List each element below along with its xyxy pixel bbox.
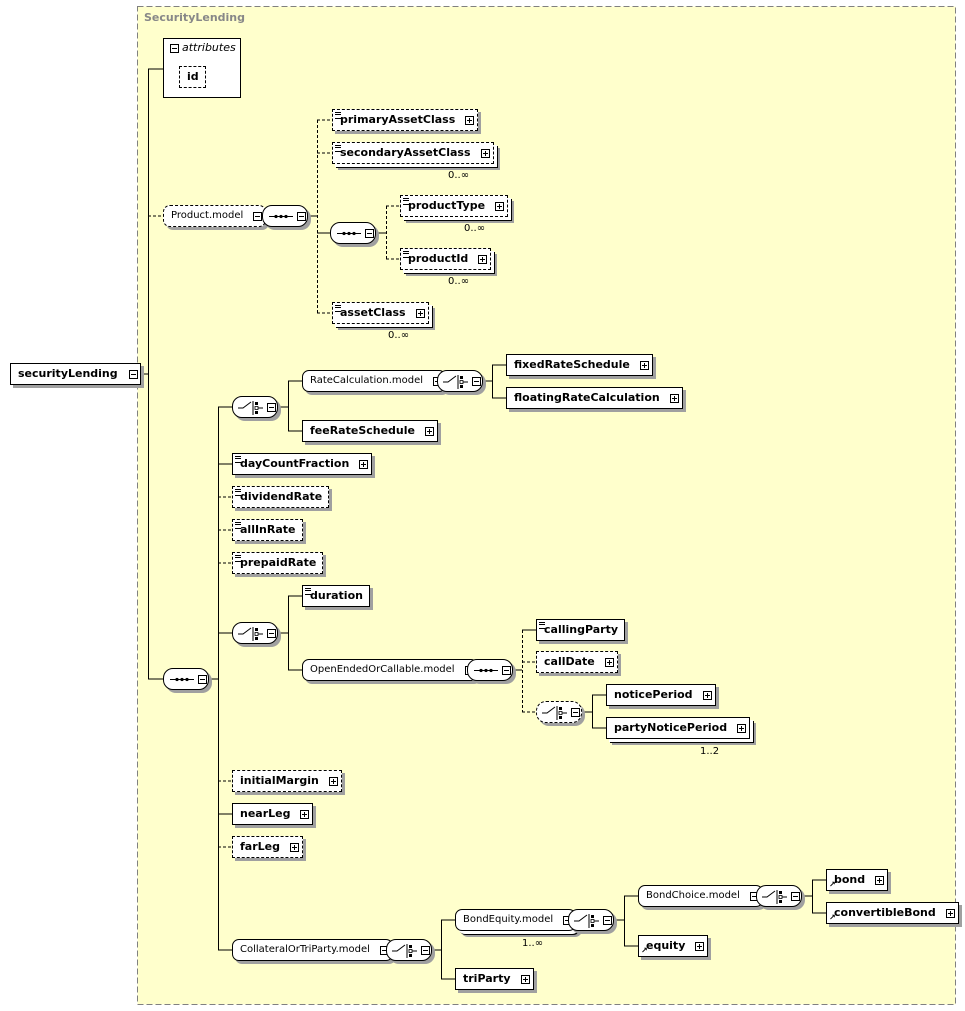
node-noticePeriod[interactable]: noticePeriod xyxy=(606,684,716,706)
expand-icon[interactable] xyxy=(425,427,434,436)
sequence-compositor[interactable] xyxy=(262,205,308,227)
node-secondaryAssetClass[interactable]: secondaryAssetClass xyxy=(332,142,494,164)
node-productId[interactable]: productId xyxy=(400,248,492,270)
node-bond[interactable]: ↗bond xyxy=(826,869,889,891)
expand-icon[interactable] xyxy=(702,691,712,700)
node-feeRateSchedule[interactable]: feeRateSchedule xyxy=(302,420,438,442)
cardinality-label: 0..∞ xyxy=(448,170,470,181)
node-dividendRate[interactable]: dividendRate xyxy=(232,486,330,508)
node-allInRate[interactable]: allInRate xyxy=(232,519,303,541)
node-product-model[interactable]: Product.model xyxy=(163,205,267,227)
node-productType[interactable]: productType xyxy=(400,195,509,217)
collapse-icon[interactable] xyxy=(502,666,511,675)
node-convertibleBond[interactable]: ↗convertibleBond xyxy=(826,902,959,924)
expand-icon[interactable] xyxy=(945,909,955,918)
node-initialMargin[interactable]: initialMargin xyxy=(232,770,342,792)
expand-icon[interactable] xyxy=(465,116,475,125)
choice-compositor[interactable] xyxy=(756,885,802,907)
node-triParty[interactable]: triParty xyxy=(455,968,534,990)
node-assetClass[interactable]: assetClass xyxy=(332,302,429,324)
collapse-icon[interactable] xyxy=(267,629,276,638)
expand-icon[interactable] xyxy=(300,810,310,819)
attributes-title: attributes xyxy=(182,41,236,54)
cardinality-label: 0..∞ xyxy=(448,276,470,287)
collapse-icon[interactable] xyxy=(170,44,179,53)
reference-arrow-icon: ↗ xyxy=(641,946,648,955)
collapse-icon[interactable] xyxy=(198,675,207,684)
node-prepaidRate[interactable]: prepaidRate xyxy=(232,552,324,574)
node-callDate[interactable]: callDate xyxy=(536,651,618,673)
sequence-compositor[interactable] xyxy=(163,668,209,690)
node-duration[interactable]: duration xyxy=(302,585,370,607)
collapse-icon[interactable] xyxy=(297,212,306,221)
expand-icon[interactable] xyxy=(875,876,885,885)
collapse-icon[interactable] xyxy=(421,946,430,955)
node-bondEquity-model[interactable]: BondEquity.model xyxy=(455,909,577,931)
sequence-compositor[interactable] xyxy=(467,659,513,681)
node-openEndedOrCallable-model[interactable]: OpenEndedOrCallable.model xyxy=(302,659,478,681)
node-equity[interactable]: ↗equity xyxy=(638,935,709,957)
node-primaryAssetClass[interactable]: primaryAssetClass xyxy=(332,109,479,131)
expand-icon[interactable] xyxy=(695,942,705,951)
sequence-compositor[interactable] xyxy=(330,222,376,244)
choice-compositor[interactable] xyxy=(437,370,483,392)
expand-icon[interactable] xyxy=(669,394,679,403)
node-nearLeg[interactable]: nearLeg xyxy=(232,803,314,825)
choice-compositor[interactable] xyxy=(232,622,278,644)
expand-icon[interactable] xyxy=(415,309,425,318)
cardinality-label: 1..2 xyxy=(700,746,720,757)
cardinality-label: 0..∞ xyxy=(464,223,486,234)
reference-arrow-icon: ↗ xyxy=(829,880,836,889)
node-partyNoticePeriod[interactable]: partyNoticePeriod xyxy=(606,717,751,739)
node-floatingRateCalculation[interactable]: floatingRateCalculation xyxy=(506,387,683,409)
expand-icon[interactable] xyxy=(604,658,614,667)
collapse-icon[interactable] xyxy=(267,403,276,412)
expand-icon[interactable] xyxy=(480,149,490,158)
expand-icon[interactable] xyxy=(328,777,338,786)
collapse-icon[interactable] xyxy=(472,377,481,386)
choice-compositor[interactable] xyxy=(386,939,432,961)
choice-compositor[interactable] xyxy=(536,701,582,723)
expand-icon[interactable] xyxy=(639,361,649,370)
cardinality-label: 0..∞ xyxy=(388,330,410,341)
collapse-icon[interactable] xyxy=(603,916,612,925)
expand-icon[interactable] xyxy=(478,255,488,264)
node-fixedRateSchedule[interactable]: fixedRateSchedule xyxy=(506,354,653,376)
reference-arrow-icon: ↗ xyxy=(829,913,836,922)
node-dayCountFraction[interactable]: dayCountFraction xyxy=(232,453,373,475)
cardinality-label: 1..∞ xyxy=(522,938,544,949)
node-securityLending[interactable]: securityLending xyxy=(10,363,141,385)
collapse-icon[interactable] xyxy=(253,212,263,221)
attributes-box: attributes id xyxy=(163,38,241,98)
collapse-icon[interactable] xyxy=(365,229,374,238)
collapse-icon[interactable] xyxy=(128,370,138,379)
node-farLeg[interactable]: farLeg xyxy=(232,836,303,858)
expand-icon[interactable] xyxy=(520,975,530,984)
choice-compositor[interactable] xyxy=(568,909,614,931)
expand-icon[interactable] xyxy=(289,843,299,852)
expand-icon[interactable] xyxy=(359,460,369,469)
node-callingParty[interactable]: callingParty xyxy=(536,619,626,641)
node-bondChoice-model[interactable]: BondChoice.model xyxy=(638,885,763,907)
collapse-icon[interactable] xyxy=(571,708,580,717)
expand-icon[interactable] xyxy=(737,724,747,733)
node-collateralOrTriParty-model[interactable]: CollateralOrTriParty.model xyxy=(232,939,393,961)
group-title: SecurityLending xyxy=(144,11,246,24)
collapse-icon[interactable] xyxy=(791,892,800,901)
node-rateCalculation-model[interactable]: RateCalculation.model xyxy=(302,370,447,392)
attribute-id[interactable]: id xyxy=(179,66,206,88)
expand-icon[interactable] xyxy=(495,202,505,211)
choice-compositor[interactable] xyxy=(232,396,278,418)
